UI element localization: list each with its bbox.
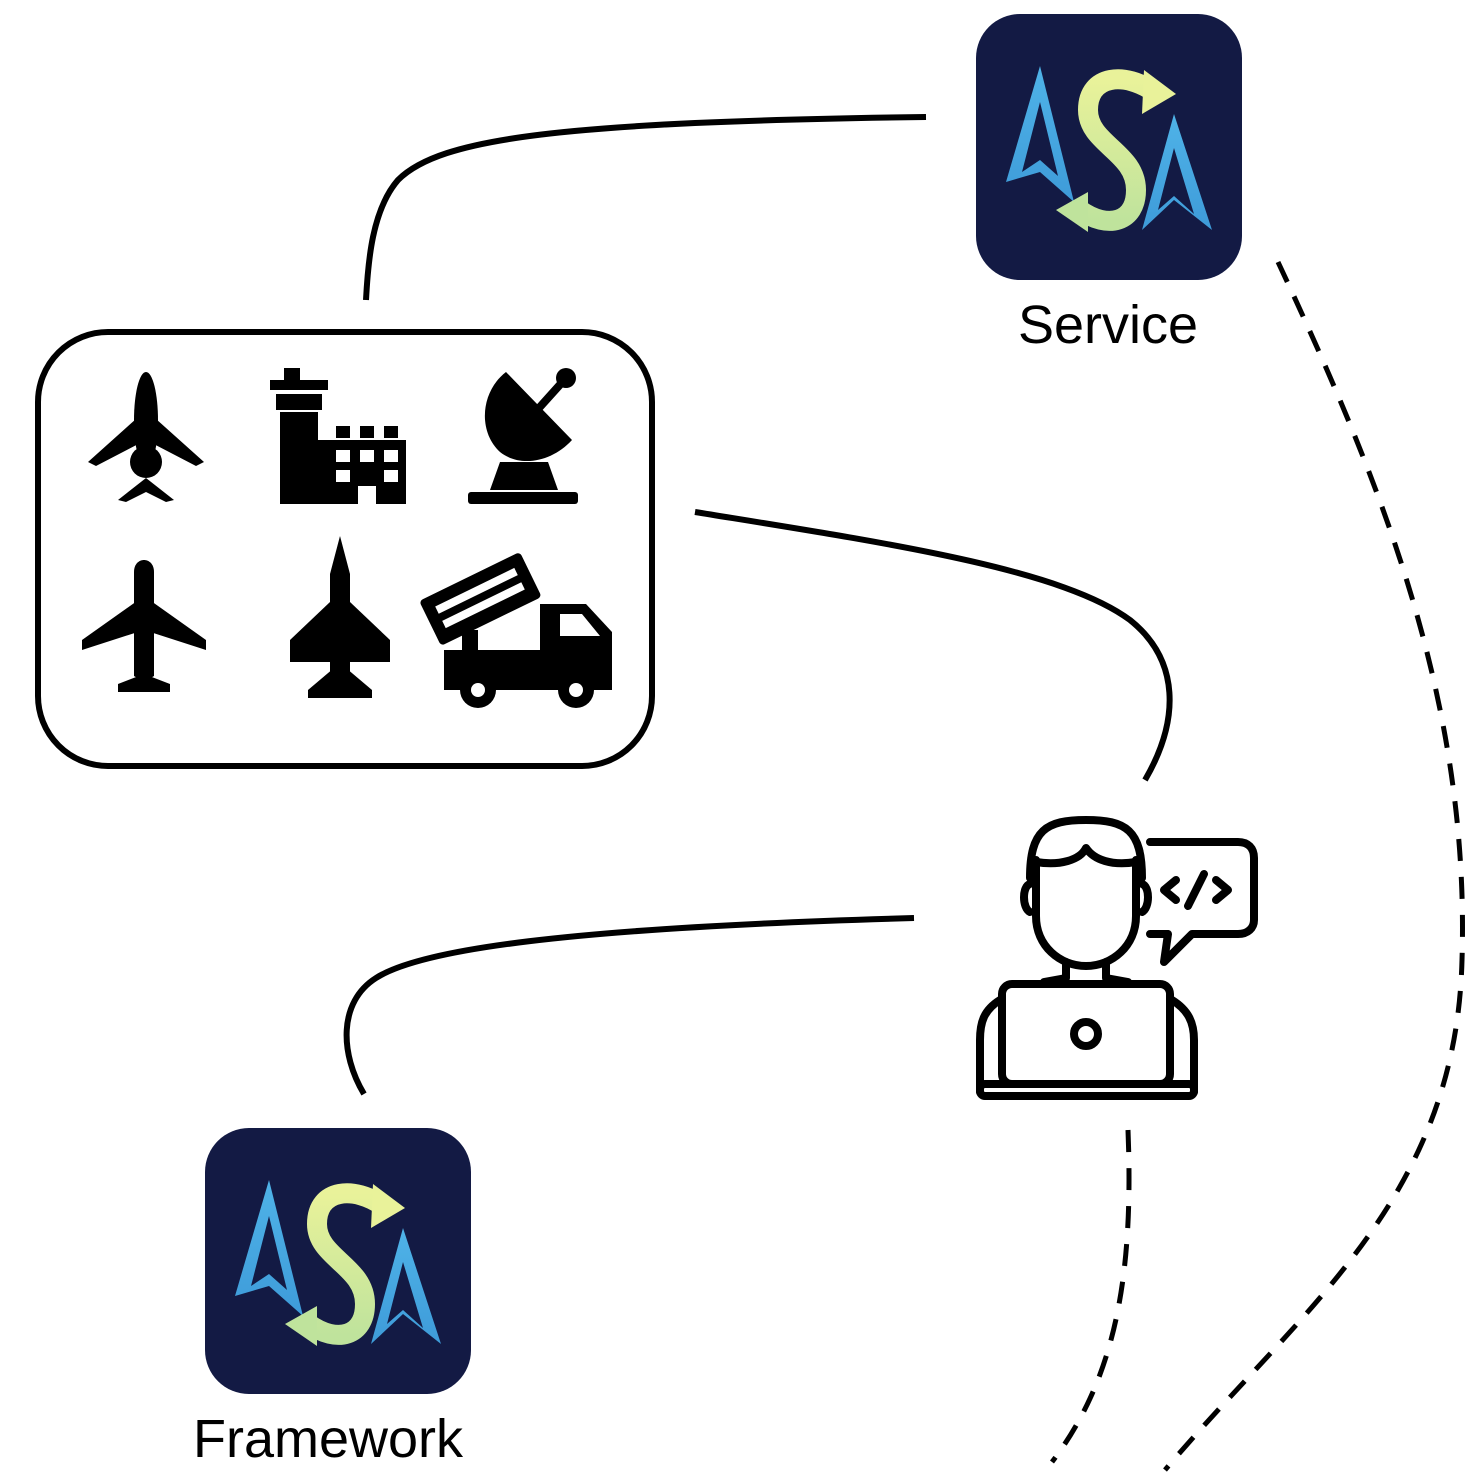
connector-assets-to-developer [694,509,1173,782]
connector-service-to-assets [363,114,927,301]
framework-logo [205,1128,471,1394]
dashed-connector-service [1163,260,1465,1472]
radar-dish-icon [468,368,578,504]
business-jet-icon [88,372,204,502]
code-speech-bubble-icon [1146,838,1258,966]
developer-laptop-icon [976,816,1198,1100]
airliner-icon [82,560,206,692]
dashed-connector-developer [1050,1129,1132,1464]
service-logo [976,14,1242,280]
control-tower-building-icon [270,368,406,504]
missile-launcher-truck-icon [420,553,612,708]
service-label: Service [1018,295,1199,355]
assets-box [35,329,655,769]
framework-label: Framework [193,1409,464,1469]
fighter-jet-icon [290,536,390,698]
connector-developer-to-framework [343,915,915,1096]
